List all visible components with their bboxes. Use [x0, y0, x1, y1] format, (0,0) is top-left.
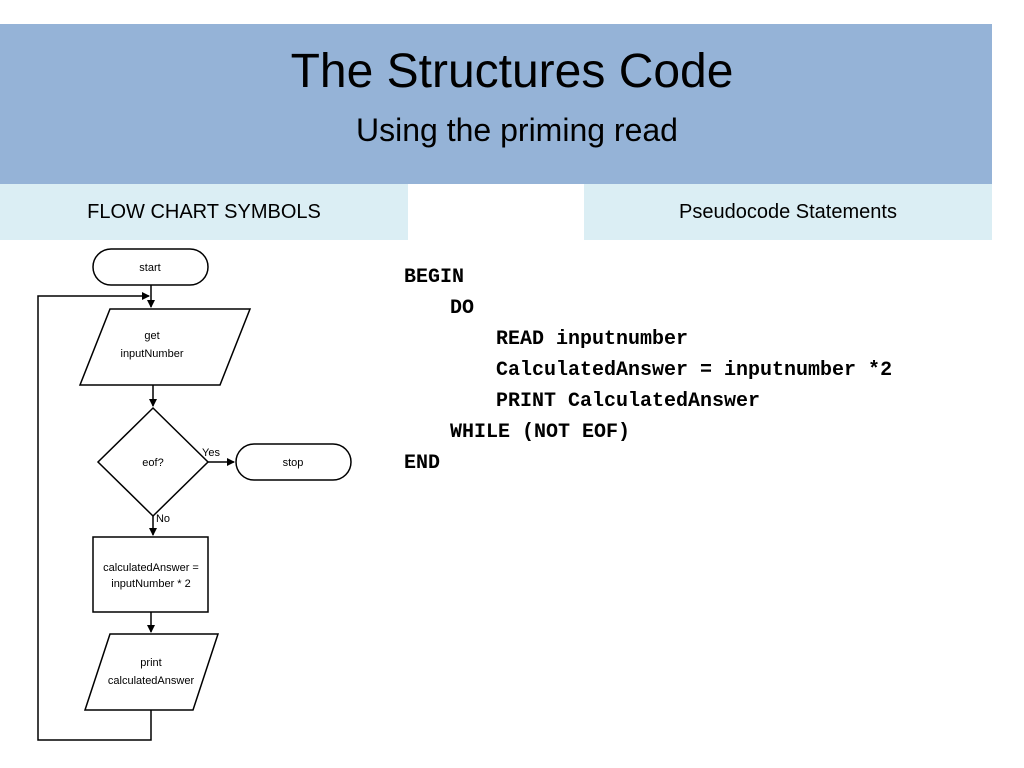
start-label: start	[139, 262, 160, 274]
title-band	[0, 24, 992, 184]
pseudocode-block: BEGIN DO READ inputnumber CalculatedAnsw…	[404, 262, 1019, 479]
yes-label: Yes	[202, 447, 220, 459]
code-line-end: END	[404, 452, 441, 475]
process-label-line1: calculatedAnswer =	[103, 562, 199, 574]
process-label-line2: inputNumber * 2	[111, 578, 191, 590]
stop-terminal	[235, 443, 352, 481]
code-line-calculate: CalculatedAnswer = inputnumber *2	[496, 359, 893, 382]
decision-label: eof?	[142, 457, 163, 469]
no-label: No	[156, 513, 170, 525]
code-line-do: DO	[450, 297, 475, 320]
code-line-while: WHILE (NOT EOF)	[450, 421, 631, 444]
input-parallelogram	[78, 308, 252, 386]
code-line-read: READ inputnumber	[496, 328, 689, 351]
stop-label: stop	[283, 457, 304, 469]
code-line-begin: BEGIN	[404, 266, 465, 289]
process-box	[92, 536, 209, 613]
slide-subtitle: Using the priming read	[356, 112, 678, 148]
slide-title: The Structures Code	[290, 45, 734, 98]
loop-back-arrow	[37, 292, 152, 741]
header-pseudocode-statements: Pseudocode Statements	[584, 184, 992, 240]
output-label-line2: calculatedAnswer	[108, 675, 195, 687]
output-parallelogram	[83, 633, 220, 711]
input-label-line2: inputNumber	[121, 348, 184, 360]
output-label-line1: print	[140, 657, 161, 669]
code-line-print: PRINT CalculatedAnswer	[496, 390, 761, 413]
input-label-line1: get	[144, 330, 159, 342]
flowchart: start get inputNumber eof? Yes No stop c…	[37, 248, 352, 741]
header-flow-chart-symbols: FLOW CHART SYMBOLS	[0, 184, 408, 240]
